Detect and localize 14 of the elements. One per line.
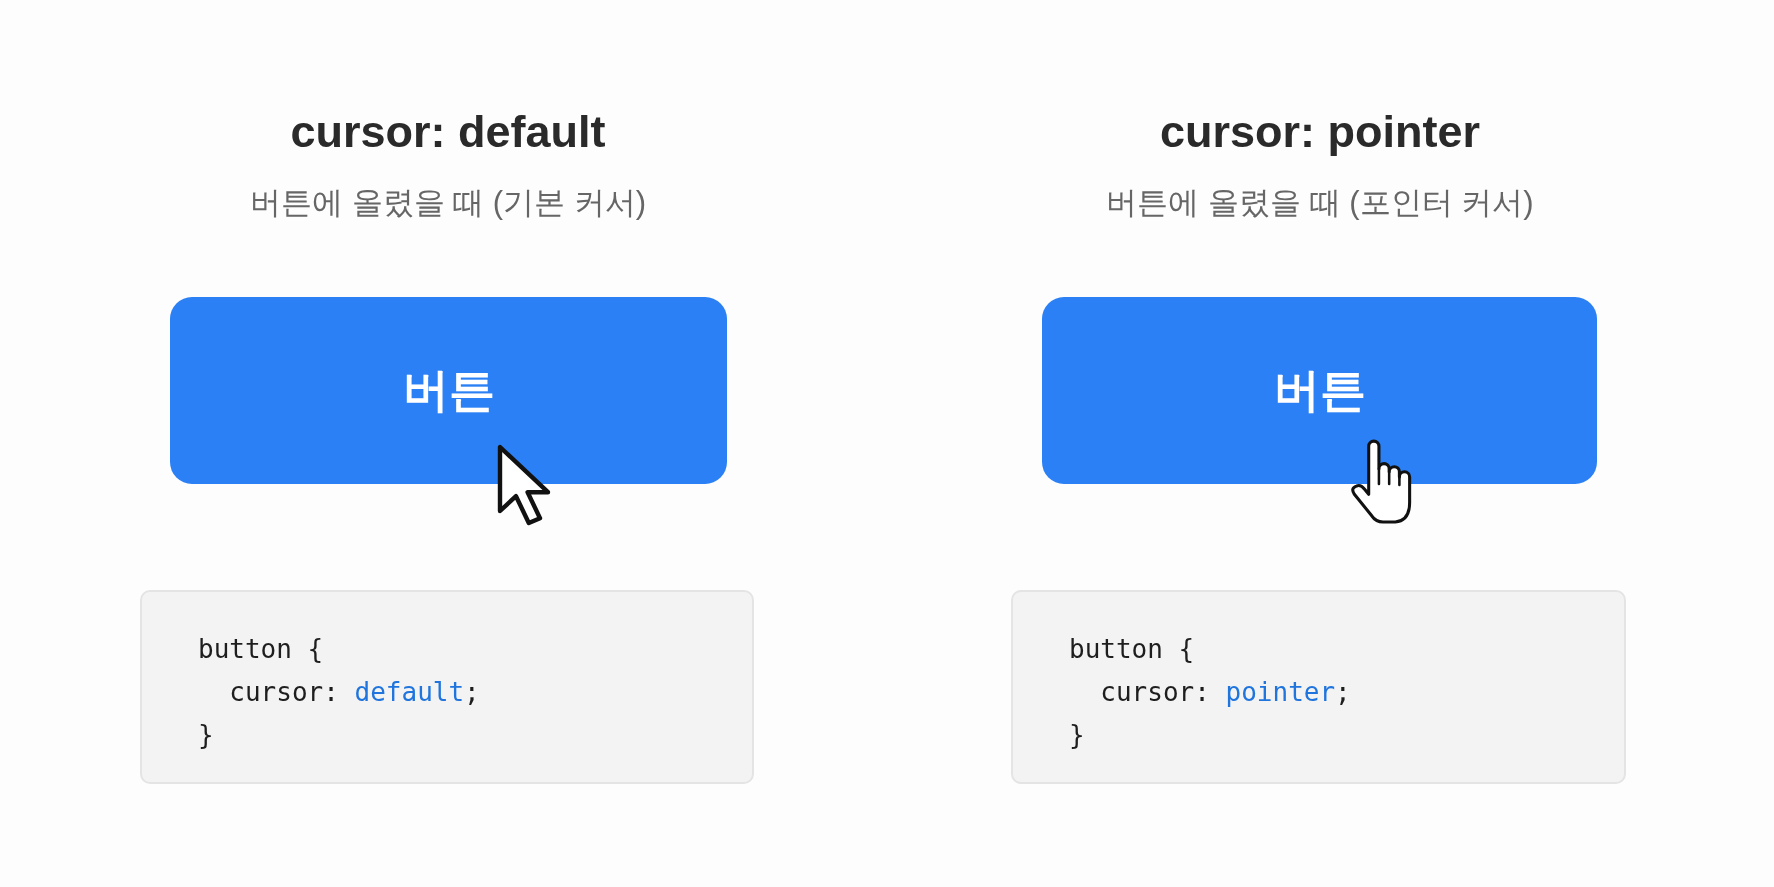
code-line: button { <box>198 633 324 666</box>
subtitle: 버튼에 올렸을 때 (기본 커서) <box>249 184 647 222</box>
code-line: cursor: pointer; <box>1099 676 1351 709</box>
code-line: button { <box>1069 633 1195 666</box>
code-line: cursor: default; <box>228 676 480 709</box>
code-block <box>140 590 754 784</box>
button: 버튼 <box>170 297 727 484</box>
code-block <box>1011 590 1626 784</box>
code-line: } <box>198 719 214 752</box>
heading: cursor: pointer <box>1160 106 1480 158</box>
code-line: } <box>1069 719 1085 752</box>
button: 버튼 <box>1042 297 1597 484</box>
subtitle: 버튼에 올렸을 때 (포인터 커서) <box>1106 184 1534 222</box>
heading: cursor: default <box>290 106 606 158</box>
